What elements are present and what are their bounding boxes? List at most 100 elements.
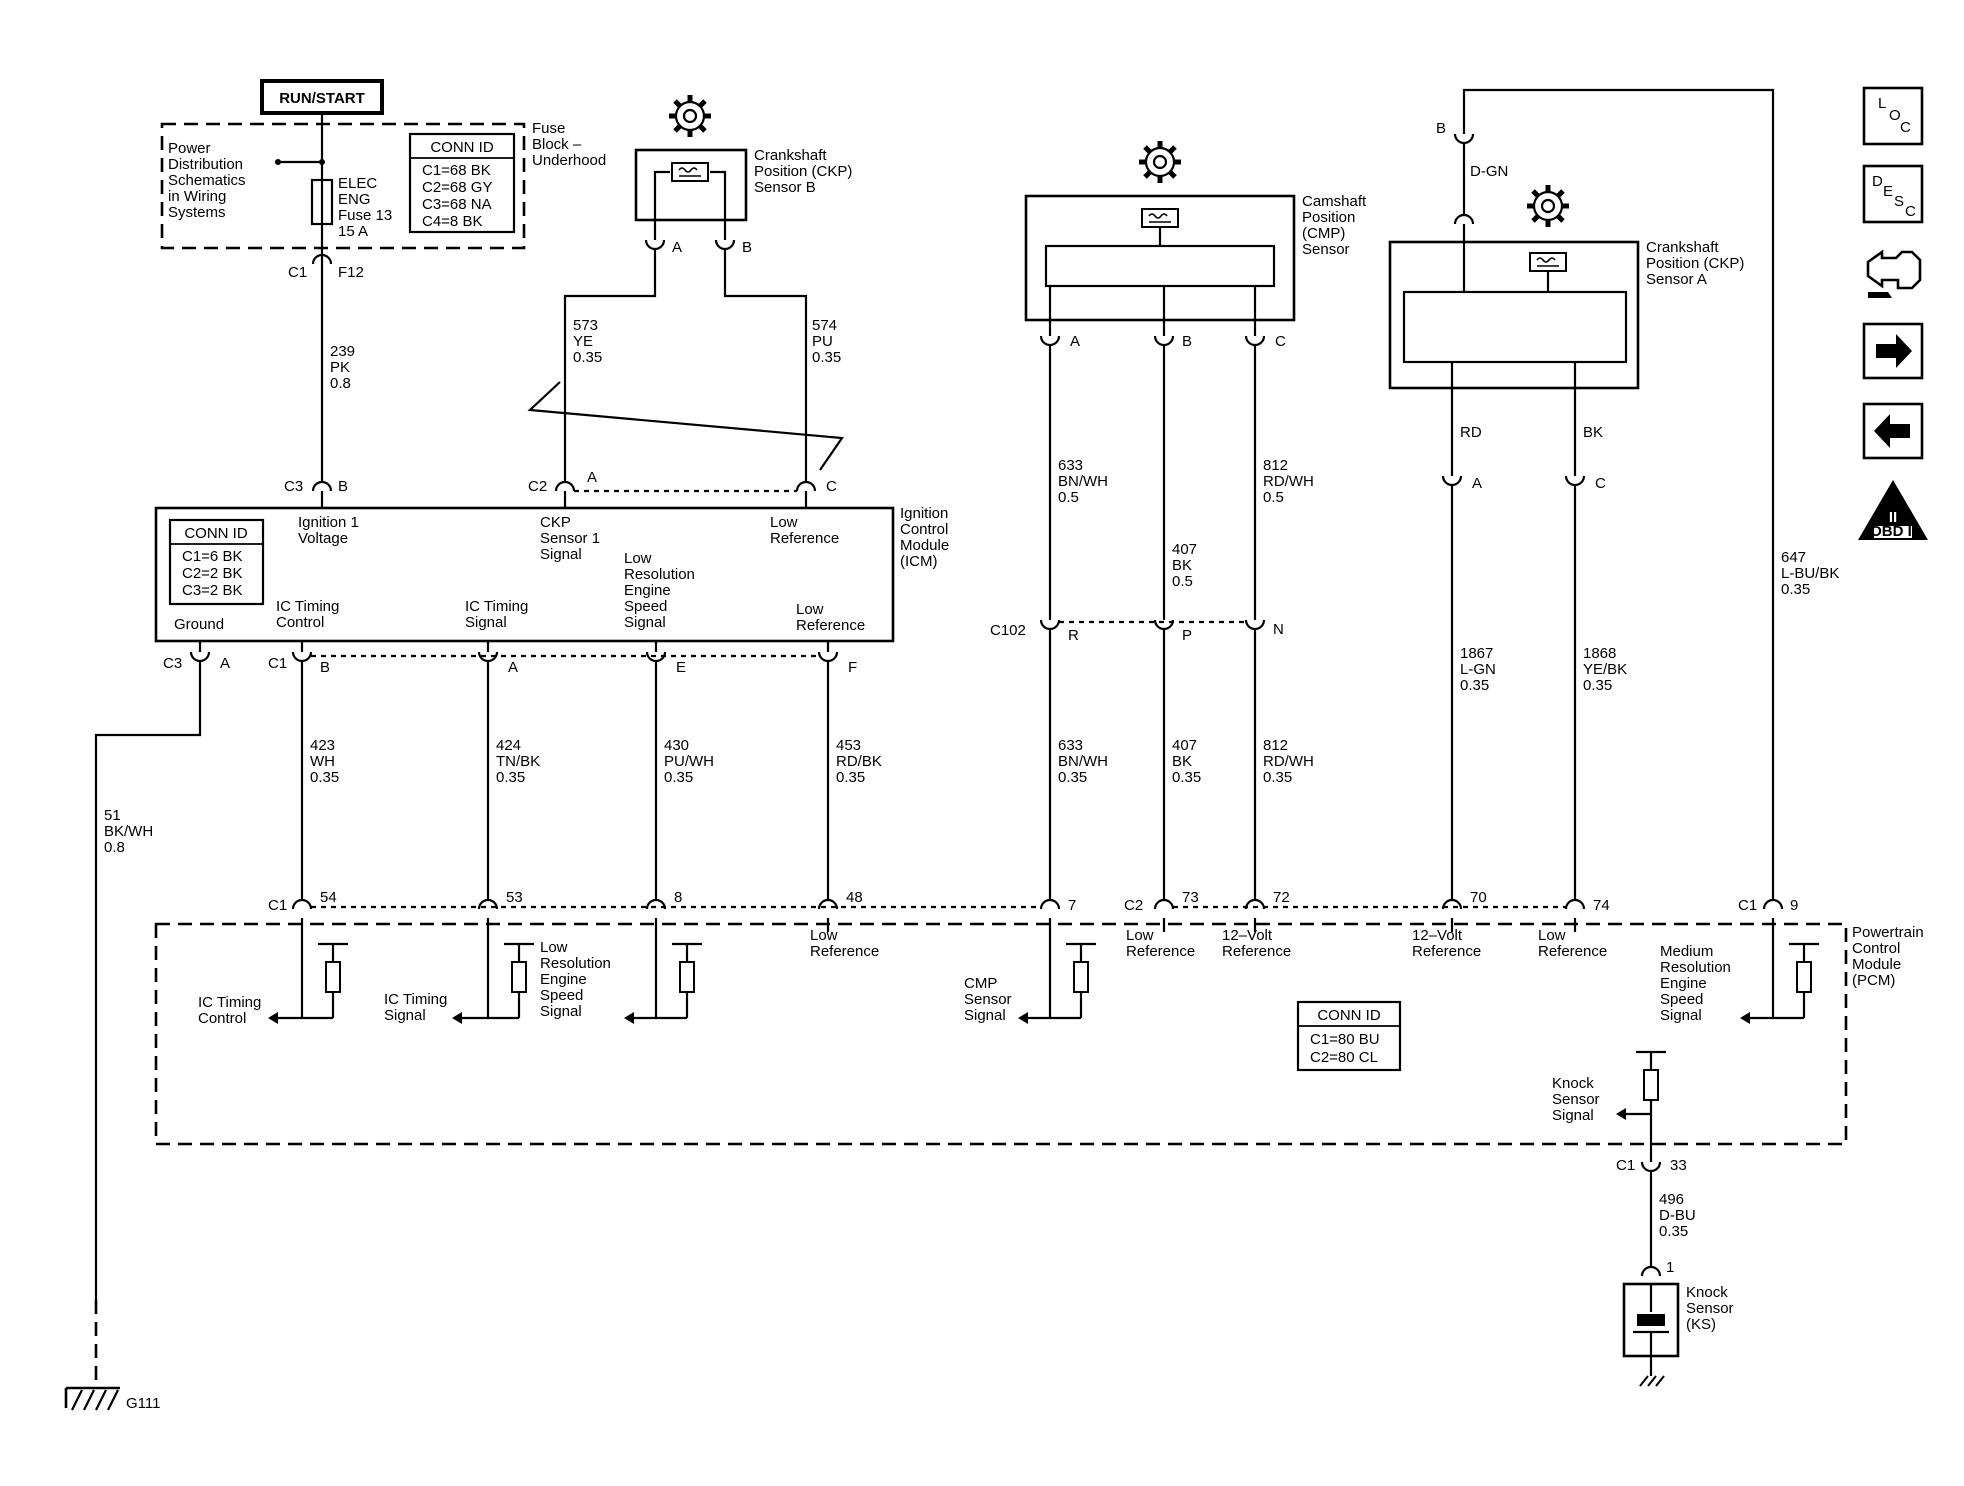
knock-sensor-element-icon xyxy=(1637,1314,1665,1326)
pcm-ic-timing-control-label: IC Timing Control xyxy=(198,994,261,1027)
svg-text:0.35: 0.35 xyxy=(1460,677,1489,694)
pcm-low-res-label: Low Resolution Engine Speed Signal xyxy=(540,939,611,1020)
previous-arrow-button[interactable] xyxy=(1862,402,1924,460)
wire-633a-label: 633 BN/WH 0.5 xyxy=(1058,457,1108,506)
svg-text:Low: Low xyxy=(540,939,568,956)
pcm-knock-sensor-circuit xyxy=(1616,1050,1666,1162)
svg-text:424: 424 xyxy=(496,737,521,754)
svg-text:BK: BK xyxy=(1172,557,1192,574)
pcm-c2-74-icon xyxy=(1564,898,1586,910)
fuse-c1-label: C1 xyxy=(288,264,307,281)
svg-text:0.35: 0.35 xyxy=(310,769,339,786)
svg-text:Signal: Signal xyxy=(964,1007,1006,1024)
wire-574-label: 574 PU 0.35 xyxy=(812,317,841,366)
svg-text:PK: PK xyxy=(330,359,350,376)
svg-text:(CMP): (CMP) xyxy=(1302,225,1345,242)
svg-text:0.35: 0.35 xyxy=(1058,769,1087,786)
svg-text:CONN ID: CONN ID xyxy=(1317,1007,1381,1024)
svg-text:Voltage: Voltage xyxy=(298,530,348,547)
ckp-a-pin-b-top-icon xyxy=(1453,133,1475,145)
icm-c2-c-icon xyxy=(795,480,817,492)
pcm-c2-label: C2 xyxy=(1124,897,1143,914)
pcm-medium-res-circuit xyxy=(1740,918,1819,1024)
svg-text:CONN ID: CONN ID xyxy=(184,525,248,542)
icm-ic-timing-control-label: IC Timing Control xyxy=(276,598,339,631)
pin-70: 70 xyxy=(1470,889,1487,906)
knock-c1-label: C1 xyxy=(1616,1157,1635,1174)
svg-text:Crankshaft: Crankshaft xyxy=(754,147,827,164)
svg-text:0.5: 0.5 xyxy=(1058,489,1079,506)
svg-text:0.8: 0.8 xyxy=(330,375,351,392)
svg-text:Reference: Reference xyxy=(1126,943,1195,960)
ckp-a-gear-icon xyxy=(1527,185,1569,227)
svg-text:Module: Module xyxy=(900,537,949,554)
svg-text:Low: Low xyxy=(796,601,824,618)
pcm-cmp-signal-circuit xyxy=(1018,918,1096,1024)
svg-text:C2=2 BK: C2=2 BK xyxy=(182,565,242,582)
pin-9: 9 xyxy=(1790,897,1798,914)
svg-text:D-BU: D-BU xyxy=(1659,1207,1696,1224)
svg-text:1868: 1868 xyxy=(1583,645,1616,662)
wire-812b-label: 812 RD/WH 0.35 xyxy=(1263,737,1314,786)
svg-text:Control: Control xyxy=(276,614,324,631)
pcm-ic-timing-signal-circuit xyxy=(452,918,534,1024)
svg-text:IC Timing: IC Timing xyxy=(276,598,339,615)
icm-ic-timing-signal-label: IC Timing Signal xyxy=(465,598,528,631)
svg-text:BN/WH: BN/WH xyxy=(1058,753,1108,770)
svg-text:430: 430 xyxy=(664,737,689,754)
svg-text:12–Volt: 12–Volt xyxy=(1412,927,1463,944)
svg-text:BN/WH: BN/WH xyxy=(1058,473,1108,490)
wire-496-label: 496 D-BU 0.35 xyxy=(1659,1191,1696,1240)
pcm-knock-sensor-signal-label: Knock Sensor Signal xyxy=(1552,1075,1600,1124)
svg-text:CMP: CMP xyxy=(964,975,997,992)
run-start-label: RUN/START xyxy=(279,90,365,107)
pin-8: 8 xyxy=(674,889,682,906)
ckp-a-pin-a: A xyxy=(1472,475,1482,492)
wire-430-label: 430 PU/WH 0.35 xyxy=(664,737,714,786)
icm-c1-b-icon xyxy=(291,651,313,663)
icm-c2-a-icon xyxy=(554,480,576,492)
knock-c1-33-icon xyxy=(1640,1161,1662,1173)
ckp-a-pin-c-icon xyxy=(1564,475,1586,487)
pcm-c2-73-icon xyxy=(1153,898,1175,910)
svg-text:BK/WH: BK/WH xyxy=(104,823,153,840)
c102-label: C102 xyxy=(990,622,1026,639)
connector-view-icon[interactable] xyxy=(1866,249,1922,298)
location-button[interactable]: L O C xyxy=(1862,86,1924,146)
wire-rd-label: RD xyxy=(1460,424,1482,441)
cmp-pin-c: C xyxy=(1275,333,1286,350)
icm-conn-id: CONN ID C1=6 BK C2=2 BK C3=2 BK xyxy=(168,518,265,606)
svg-text:Resolution: Resolution xyxy=(540,955,611,972)
svg-text:WH: WH xyxy=(310,753,335,770)
svg-text:51: 51 xyxy=(104,807,121,824)
svg-text:Low: Low xyxy=(624,550,652,567)
svg-text:Signal: Signal xyxy=(1660,1007,1702,1024)
svg-text:Speed: Speed xyxy=(624,598,667,615)
svg-text:Sensor: Sensor xyxy=(964,991,1012,1008)
svg-text:Power: Power xyxy=(168,140,211,157)
svg-text:ENG: ENG xyxy=(338,191,371,208)
svg-text:12–Volt: 12–Volt xyxy=(1222,927,1273,944)
svg-text:in Wiring: in Wiring xyxy=(168,188,226,205)
wire-633b-label: 633 BN/WH 0.35 xyxy=(1058,737,1108,786)
svg-text:ELEC: ELEC xyxy=(338,175,377,192)
next-arrow-button[interactable] xyxy=(1862,322,1924,380)
svg-text:S: S xyxy=(1894,193,1904,210)
pcm-label: Powertrain Control Module (PCM) xyxy=(1852,924,1924,989)
pcm-low-res-circuit xyxy=(624,918,702,1024)
svg-text:Position (CKP): Position (CKP) xyxy=(754,163,852,180)
svg-text:Sensor: Sensor xyxy=(1552,1091,1600,1108)
svg-text:C1=80 BU: C1=80 BU xyxy=(1310,1031,1380,1048)
fuse-block-label: Fuse Block – Underhood xyxy=(532,120,606,169)
svg-text:Low: Low xyxy=(1538,927,1566,944)
obd-ii-icon[interactable]: II OBD II xyxy=(1858,480,1928,540)
pin-72: 72 xyxy=(1273,889,1290,906)
svg-text:423: 423 xyxy=(310,737,335,754)
pin-33: 33 xyxy=(1670,1157,1687,1174)
svg-text:(KS): (KS) xyxy=(1686,1316,1716,1333)
description-button[interactable]: D E S C xyxy=(1862,164,1924,224)
ckp-a-pin-a-icon xyxy=(1441,475,1463,487)
svg-text:Control: Control xyxy=(198,1010,246,1027)
svg-text:C1=6 BK: C1=6 BK xyxy=(182,548,242,565)
wire-647-label: 647 L-BU/BK 0.35 xyxy=(1781,549,1839,598)
